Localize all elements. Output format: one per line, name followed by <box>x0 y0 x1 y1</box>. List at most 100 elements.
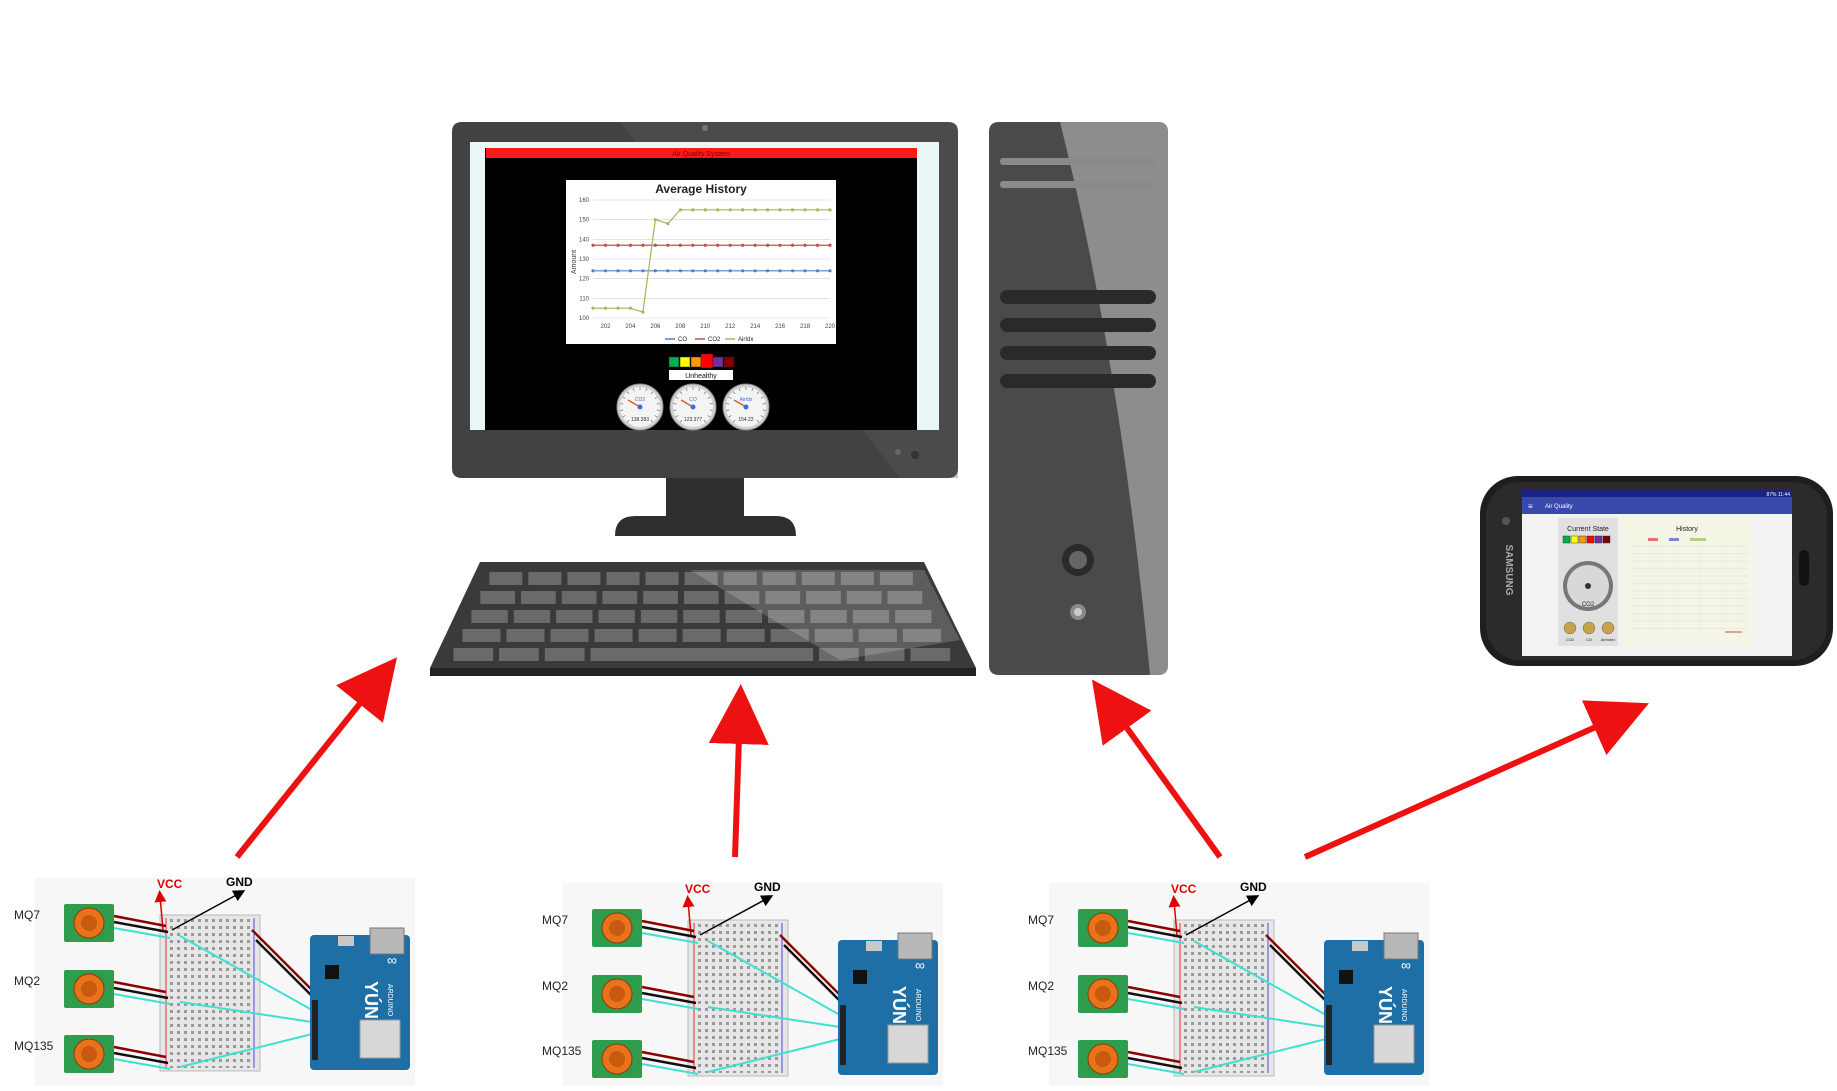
keyboard-key <box>645 572 679 585</box>
keyboard-key <box>513 610 551 623</box>
gnd-arrow <box>171 890 246 931</box>
usb-port <box>1352 941 1368 951</box>
sensor-mq7: MQ7 <box>1028 909 1185 947</box>
board-label: YÚN <box>1375 986 1396 1024</box>
phone-menu-icon[interactable]: ≡ <box>1528 502 1533 511</box>
chart-ylabel: Amount <box>571 250 578 274</box>
sensor-label: MQ7 <box>1028 913 1054 927</box>
chart-xtick-label: 218 <box>800 324 811 330</box>
series-line-airidx <box>593 209 830 313</box>
keyboard-key <box>801 572 835 585</box>
ethernet-port <box>369 927 405 955</box>
data-point-co <box>778 269 782 273</box>
board-logo-text: ARDUINO <box>1400 989 1407 1022</box>
data-point-co <box>828 269 832 273</box>
keyboard-key <box>528 572 562 585</box>
gauge-name: AirIdx <box>740 397 753 403</box>
data-point-co2 <box>803 243 807 247</box>
data-point-co <box>803 269 807 273</box>
keyboard-key <box>768 610 805 623</box>
data-point-airidx <box>641 310 645 314</box>
signal-wire <box>179 1001 313 1023</box>
vcc-label: VCC <box>685 882 711 896</box>
keyboard-key <box>879 572 913 585</box>
data-point-co2 <box>628 243 633 247</box>
ethernet-port <box>1383 932 1419 960</box>
breadboard <box>1173 919 1275 1077</box>
chip <box>853 970 867 984</box>
data-point-co2 <box>603 243 608 247</box>
tower-bay-1 <box>1000 290 1156 304</box>
history-panel <box>1622 518 1752 646</box>
data-point-airidx <box>653 218 657 222</box>
keyboard-key <box>806 591 841 604</box>
current-state-title: Current State <box>1567 526 1609 533</box>
keyboard-key <box>902 629 941 642</box>
history-grid <box>1632 545 1748 634</box>
phone-status-scale <box>1562 535 1611 544</box>
data-point-airidx <box>766 208 770 212</box>
phone-small-gauge: CO2 <box>1563 621 1577 642</box>
data-point-co <box>591 269 595 273</box>
legend-label: CO2 <box>708 337 721 343</box>
keyboard-key <box>544 648 585 661</box>
data-flow-arrows <box>234 657 1649 860</box>
sensor-label: MQ135 <box>542 1044 582 1058</box>
data-point-co <box>653 269 657 273</box>
chart-ytick-label: 100 <box>579 316 590 322</box>
board-logo-text: ARDUINO <box>914 989 921 1022</box>
data-point-airidx <box>790 208 795 212</box>
keyboard-key <box>723 572 757 585</box>
tower-bay-2 <box>1000 318 1156 332</box>
sensor-mq135: MQ135 <box>542 1040 699 1078</box>
sensor-label: MQ2 <box>1028 979 1054 993</box>
data-point-co <box>716 269 720 273</box>
chip <box>325 965 339 979</box>
sensor-mq7: MQ7 <box>14 904 171 942</box>
keyboard-key <box>606 572 640 585</box>
chip <box>1339 970 1353 984</box>
data-point-airidx <box>716 208 720 212</box>
keyboard-key <box>462 629 501 642</box>
board-logo-text: ARDUINO <box>386 984 393 1017</box>
status-label-box <box>669 370 733 380</box>
data-point-co2 <box>766 243 770 247</box>
vcc-label: VCC <box>1171 882 1197 896</box>
data-point-airidx <box>591 306 595 310</box>
status-color-box <box>668 356 680 368</box>
sensor-mq135: MQ135 <box>14 1035 171 1073</box>
gnd-label: GND <box>1240 880 1267 894</box>
signal-wire <box>707 940 841 1016</box>
board-label: YÚN <box>361 981 382 1019</box>
chart-xtick-label: 220 <box>825 324 836 330</box>
arduino-infinity-icon: ∞ <box>915 957 925 973</box>
status-label: Unhealthy <box>685 373 717 380</box>
phone-small-gauge: AirIndex <box>1601 621 1615 642</box>
keyboard-key <box>499 648 539 661</box>
sensor-label: MQ7 <box>14 908 40 922</box>
data-point-airidx <box>678 208 682 212</box>
keyboard-key <box>556 610 593 623</box>
keyboard-key <box>840 572 874 585</box>
signal-wire <box>1193 1038 1327 1073</box>
arrow-node2-to-pc <box>708 684 769 858</box>
chart-ytick-label: 130 <box>579 257 590 263</box>
keyboard-key <box>683 610 720 623</box>
wifi-module <box>359 1019 401 1059</box>
signal-wire <box>179 1033 313 1068</box>
data-point-co <box>753 269 757 273</box>
gnd-label: GND <box>226 875 253 889</box>
keyboard-key <box>724 591 760 604</box>
status-color-scale <box>668 353 735 369</box>
smartphone: SAMSUNG 87% 11:44 ≡ Air Quality Current … <box>1480 476 1833 666</box>
signal-wire <box>1193 940 1327 1016</box>
chart-ytick-label: 110 <box>579 296 589 302</box>
sensor-mq2: MQ2 <box>14 970 171 1008</box>
data-point-airidx <box>666 222 670 226</box>
